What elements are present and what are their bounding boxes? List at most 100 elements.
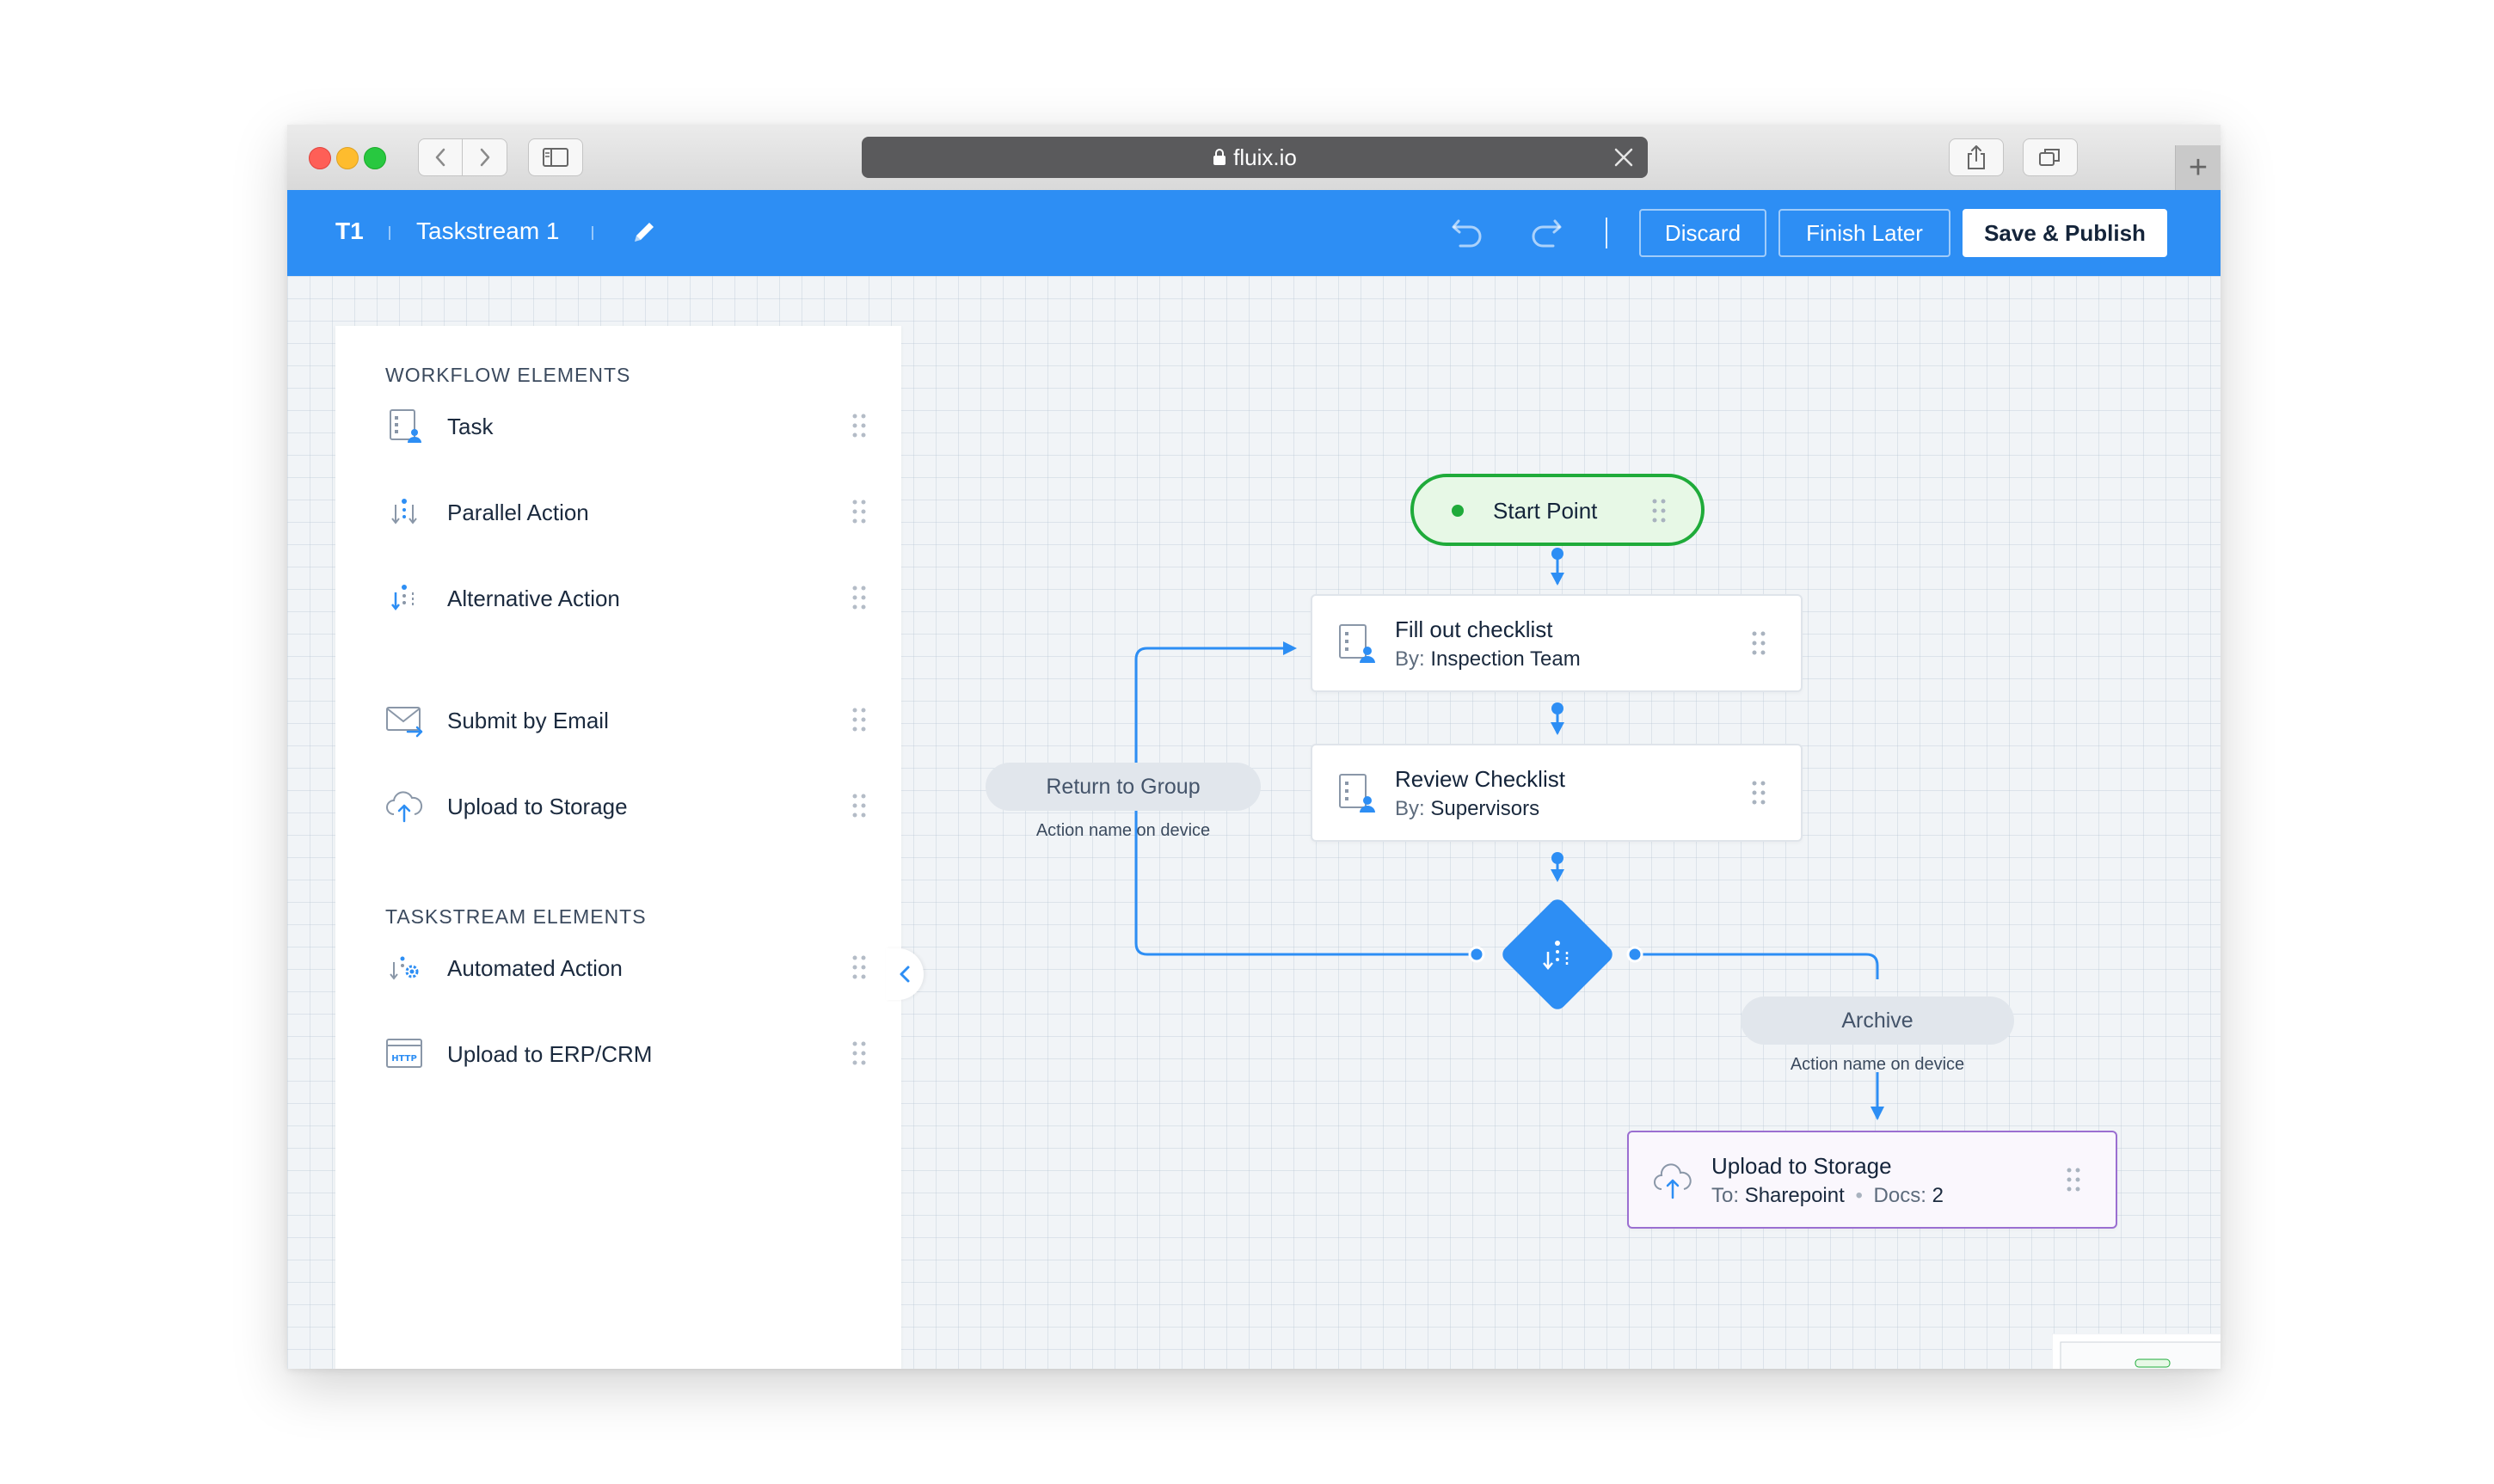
discard-button[interactable]: Discard xyxy=(1639,209,1766,257)
alternative-action-icon xyxy=(1543,941,1569,970)
branch-note: Action name on device xyxy=(1790,1055,1965,1074)
drag-handle-icon[interactable] xyxy=(851,499,867,524)
workflow-elements-heading: WORKFLOW ELEMENTS xyxy=(385,364,631,386)
palette-item-label: Parallel Action xyxy=(447,500,589,525)
back-button[interactable] xyxy=(418,138,463,176)
minimap[interactable] xyxy=(2052,1334,2221,1369)
task-icon xyxy=(390,409,421,443)
drag-handle-icon[interactable] xyxy=(851,793,867,819)
header-divider xyxy=(592,226,593,240)
zoom-window-button[interactable] xyxy=(364,147,386,169)
forward-button[interactable] xyxy=(463,138,507,176)
lock-icon xyxy=(1213,149,1226,165)
palette-item-label: Alternative Action xyxy=(447,586,620,611)
step-node-review-checklist[interactable]: Review Checklist By: Supervisors xyxy=(1311,744,1803,842)
finish-later-button[interactable]: Finish Later xyxy=(1778,209,1950,257)
palette-item-alternative-action[interactable]: Alternative Action xyxy=(385,572,867,623)
save-publish-button[interactable]: Save & Publish xyxy=(1963,209,2167,257)
step-title: Upload to Storage xyxy=(1711,1153,1892,1179)
header-divider xyxy=(1606,218,1607,248)
email-icon xyxy=(386,707,423,738)
step-title: Review Checklist xyxy=(1395,766,1565,792)
drag-handle-icon[interactable] xyxy=(851,707,867,733)
pencil-icon[interactable] xyxy=(630,218,659,247)
sidebar-toggle-button[interactable] xyxy=(528,138,583,176)
close-window-button[interactable] xyxy=(309,147,331,169)
assignee-value: Supervisors xyxy=(1430,797,1540,820)
branch-action-archive[interactable]: Archive xyxy=(1741,996,2014,1045)
palette-item-label: Upload to Storage xyxy=(447,794,628,819)
palette-item-label: Task xyxy=(447,414,494,439)
address-bar[interactable]: fluix.io xyxy=(862,137,1648,178)
drag-handle-icon[interactable] xyxy=(851,954,867,980)
taskstream-title: Taskstream 1 xyxy=(416,218,560,244)
tab-overview-button[interactable] xyxy=(2023,138,2078,176)
share-icon xyxy=(1968,145,1985,169)
history-nav xyxy=(418,138,507,176)
new-tab-button[interactable]: + xyxy=(2175,145,2221,190)
cloud-upload-icon xyxy=(386,791,423,823)
step-title: Fill out checklist xyxy=(1395,616,1553,642)
palette-item-task[interactable]: Task xyxy=(385,400,867,451)
destination-value: Sharepoint xyxy=(1744,1184,1845,1207)
storage-details: To: Sharepoint • Docs: 2 xyxy=(1711,1184,1944,1208)
step-node-upload-storage[interactable]: Upload to Storage To: Sharepoint • Docs:… xyxy=(1627,1131,2117,1229)
assignee-value: Inspection Team xyxy=(1430,647,1581,671)
taskstream-elements-heading: TASKSTREAM ELEMENTS xyxy=(385,905,647,928)
automated-action-icon xyxy=(390,956,419,980)
chevron-left-icon xyxy=(435,148,445,167)
drag-handle-icon[interactable] xyxy=(1751,630,1766,656)
chevron-right-icon xyxy=(480,148,489,167)
start-point-node[interactable]: Start Point xyxy=(1410,474,1705,546)
palette-item-submit-email[interactable]: Submit by Email xyxy=(385,694,867,745)
palette-item-automated-action[interactable]: Automated Action xyxy=(385,941,867,993)
task-icon xyxy=(1339,624,1375,663)
drag-handle-icon[interactable] xyxy=(851,413,867,438)
step-assignee: By: Inspection Team xyxy=(1395,647,1581,671)
drag-handle-icon[interactable] xyxy=(851,1040,867,1066)
http-icon: HTTP xyxy=(386,1039,422,1068)
cloud-upload-icon xyxy=(1654,1163,1692,1199)
workflow-canvas[interactable]: WORKFLOW ELEMENTS Task Parallel Action A… xyxy=(287,276,2221,1369)
palette-item-upload-erp[interactable]: HTTP Upload to ERP/CRM xyxy=(385,1027,867,1079)
separator-dot: • xyxy=(1855,1184,1863,1207)
assignee-prefix: By: xyxy=(1395,797,1425,820)
palette-item-label: Upload to ERP/CRM xyxy=(447,1041,653,1067)
url-text: fluix.io xyxy=(1233,144,1297,170)
chevron-left-icon xyxy=(900,966,910,983)
parallel-action-icon xyxy=(391,499,417,524)
palette-item-label: Submit by Email xyxy=(447,708,609,733)
share-button[interactable] xyxy=(1949,138,2004,176)
svg-text:HTTP: HTTP xyxy=(391,1054,417,1064)
undo-icon[interactable] xyxy=(1450,216,1486,250)
minimize-window-button[interactable] xyxy=(336,147,359,169)
palette-item-upload-storage[interactable]: Upload to Storage xyxy=(385,780,867,831)
header-divider xyxy=(389,226,390,240)
branch-note: Action name on device xyxy=(1035,821,1211,840)
drag-handle-icon[interactable] xyxy=(851,585,867,610)
docs-count: 2 xyxy=(1932,1184,1944,1207)
redo-icon[interactable] xyxy=(1527,216,1563,250)
task-icon xyxy=(1339,774,1375,813)
branch-action-return-to-group[interactable]: Return to Group xyxy=(986,763,1261,811)
drag-handle-icon[interactable] xyxy=(2066,1167,2081,1193)
sidebar-icon xyxy=(543,148,568,167)
close-icon[interactable] xyxy=(1613,147,1634,168)
taskstream-id: T1 xyxy=(335,218,364,244)
assignee-prefix: By: xyxy=(1395,647,1425,671)
status-dot xyxy=(1452,505,1464,517)
flow-connectors xyxy=(1134,548,1884,1120)
palette-item-label: Automated Action xyxy=(447,955,623,981)
browser-toolbar: fluix.io + xyxy=(287,125,2221,191)
step-assignee: By: Supervisors xyxy=(1395,797,1539,821)
drag-handle-icon[interactable] xyxy=(1651,498,1667,524)
docs-prefix: Docs: xyxy=(1873,1184,1926,1207)
app-header: T1 Taskstream 1 Discard Finish Later Sav… xyxy=(287,190,2221,276)
elements-panel: WORKFLOW ELEMENTS Task Parallel Action A… xyxy=(335,326,901,1369)
browser-window: fluix.io + T1 Taskstream 1 Discard Finis… xyxy=(287,125,2221,1369)
destination-prefix: To: xyxy=(1711,1184,1740,1207)
drag-handle-icon[interactable] xyxy=(1751,780,1766,806)
tabs-icon xyxy=(2039,149,2060,166)
palette-item-parallel-action[interactable]: Parallel Action xyxy=(385,486,867,537)
step-node-fill-checklist[interactable]: Fill out checklist By: Inspection Team xyxy=(1311,594,1803,692)
